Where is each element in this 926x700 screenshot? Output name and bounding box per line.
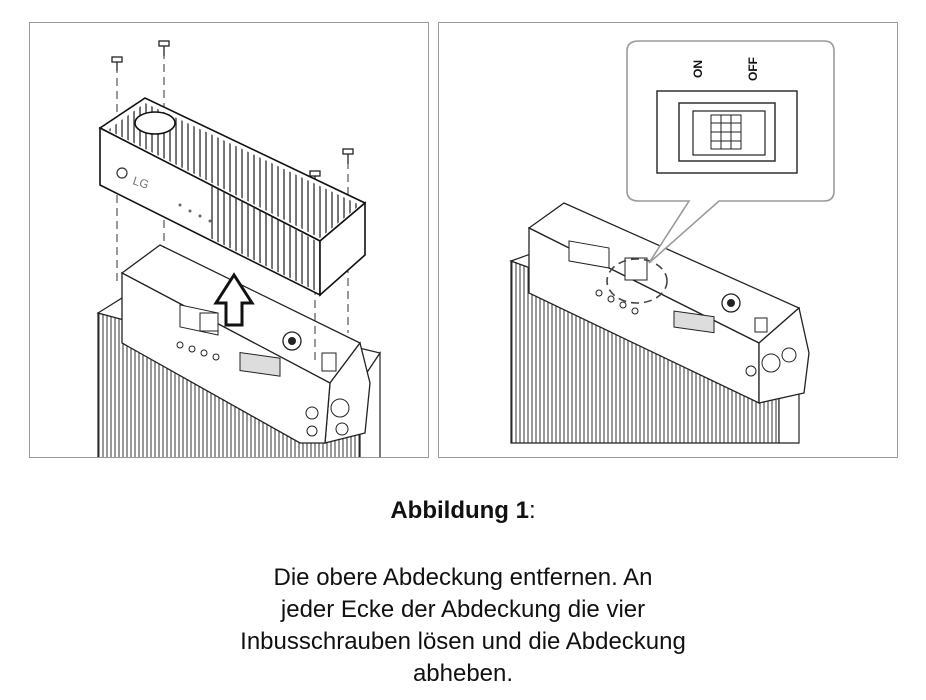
- caption-line: jeder Ecke der Abdeckung die vier: [280, 596, 646, 623]
- caption-line: Inbusschrauben lösen und die Abdeckung: [240, 628, 686, 655]
- caption-line: abheben.: [412, 660, 514, 687]
- top-cover: LG: [98, 97, 367, 297]
- figure-caption-heading: Abbildung 1:: [0, 497, 926, 525]
- switch-off-label: OFF: [746, 57, 760, 81]
- switch-toggle-icon: [710, 114, 742, 150]
- caption-line: Die obere Abdeckung entfernen. An: [273, 564, 653, 591]
- screws: [111, 40, 354, 186]
- figure-number: Abbildung 1: [390, 497, 529, 524]
- switch-callout: ON OFF: [626, 40, 835, 264]
- cover-removal-illustration: LG: [96, 40, 381, 457]
- lg-logo-text: LG: [131, 174, 151, 192]
- switch-highlight-ring: [606, 258, 668, 304]
- figure-panel-cover-removal: LG: [29, 22, 429, 458]
- electronics-housing: [527, 202, 810, 405]
- switch-on-label: ON: [691, 60, 705, 78]
- lift-arrow-icon: [213, 272, 255, 327]
- figure-number-colon: :: [528, 497, 536, 524]
- switch-detail-illustration: ON OFF: [509, 40, 835, 444]
- figure-panel-switch-detail: ON OFF: [438, 22, 898, 458]
- figure-caption-text: Die obere Abdeckung entfernen. An jeder …: [180, 562, 746, 690]
